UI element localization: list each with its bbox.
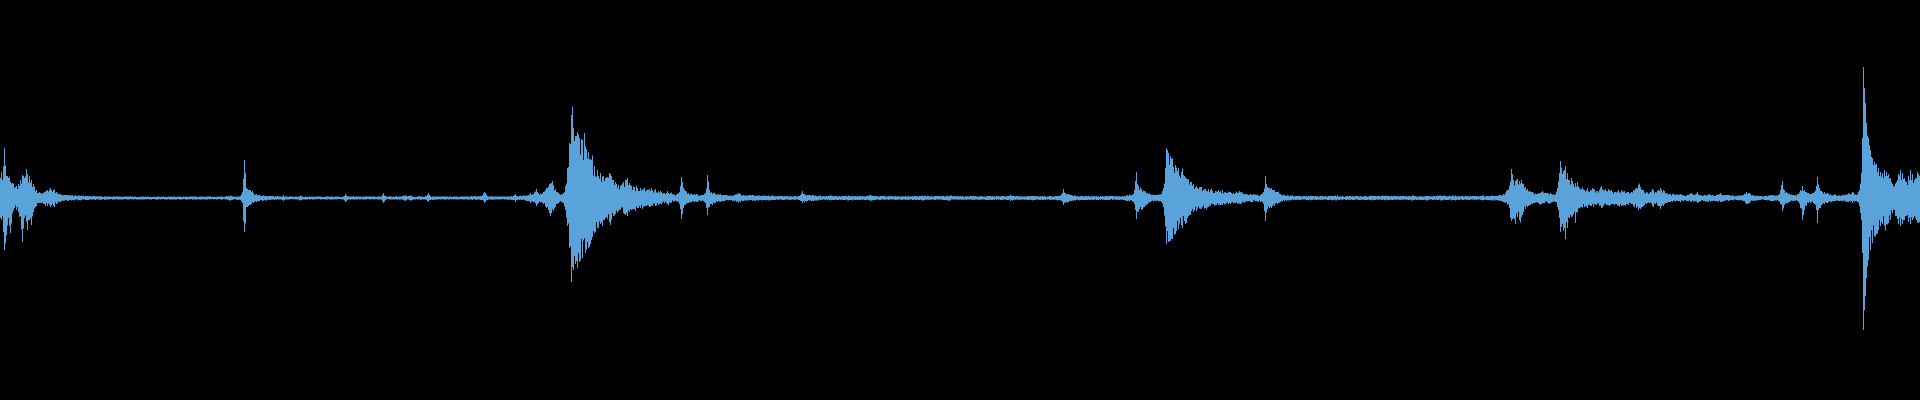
waveform-trace (0, 67, 1920, 330)
